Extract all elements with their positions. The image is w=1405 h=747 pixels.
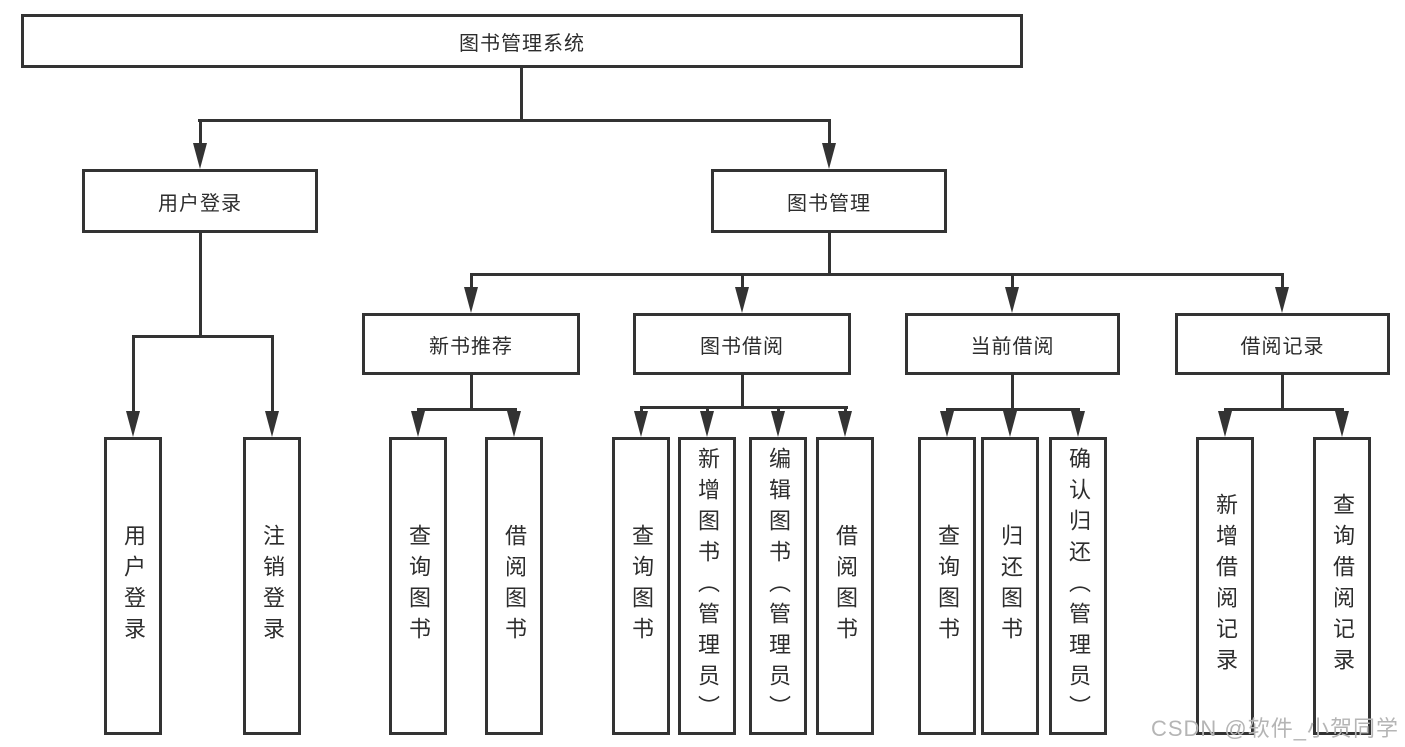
node-root-library-system: 图书管理系统 bbox=[21, 14, 1023, 68]
node-label: 图书管理系统 bbox=[459, 32, 585, 55]
connector-line bbox=[520, 68, 523, 119]
arrowhead-icon bbox=[193, 143, 207, 169]
arrowhead-icon bbox=[1335, 411, 1349, 437]
arrowhead-icon bbox=[507, 411, 521, 437]
node-label: 查询图书 bbox=[406, 524, 431, 648]
arrowhead-icon bbox=[1071, 411, 1085, 437]
connector-line bbox=[828, 233, 831, 273]
arrowhead-icon bbox=[411, 411, 425, 437]
node-label: 图书管理 bbox=[787, 192, 871, 215]
node-leaf-confirm-return-admin: 确认归还（管理员） bbox=[1049, 437, 1107, 735]
connector-line bbox=[1281, 273, 1284, 293]
connector-line bbox=[470, 273, 1283, 276]
connector-line bbox=[1011, 375, 1014, 408]
arrowhead-icon bbox=[735, 287, 749, 313]
connector-line bbox=[132, 335, 135, 415]
node-book-borrow: 图书借阅 bbox=[633, 313, 851, 375]
connector-line bbox=[1011, 273, 1014, 293]
node-label: 借阅图书 bbox=[833, 524, 858, 648]
node-label: 借阅图书 bbox=[502, 524, 527, 648]
connector-line bbox=[199, 233, 202, 335]
node-borrow-records: 借阅记录 bbox=[1175, 313, 1390, 375]
arrowhead-icon bbox=[1005, 287, 1019, 313]
connector-line bbox=[271, 335, 274, 415]
node-label: 新书推荐 bbox=[429, 335, 513, 358]
arrowhead-icon bbox=[771, 411, 785, 437]
connector-line bbox=[640, 406, 848, 409]
arrowhead-icon bbox=[1218, 411, 1232, 437]
arrowhead-icon bbox=[940, 411, 954, 437]
node-leaf-return-book: 归还图书 bbox=[981, 437, 1039, 735]
node-label: 编辑图书（管理员） bbox=[766, 446, 791, 726]
node-leaf-add-book-admin: 新增图书（管理员） bbox=[678, 437, 736, 735]
connector-line bbox=[741, 375, 744, 406]
arrowhead-icon bbox=[265, 411, 279, 437]
connector-line bbox=[828, 119, 831, 149]
arrowhead-icon bbox=[1275, 287, 1289, 313]
node-leaf-user-login: 用户登录 bbox=[104, 437, 162, 735]
connector-line bbox=[470, 375, 473, 408]
node-leaf-logout: 注销登录 bbox=[243, 437, 301, 735]
node-label: 用户登录 bbox=[121, 524, 146, 648]
node-label: 查询借阅记录 bbox=[1330, 493, 1355, 679]
connector-line bbox=[1281, 375, 1284, 408]
node-label: 注销登录 bbox=[260, 524, 285, 648]
connector-line bbox=[198, 119, 831, 122]
arrowhead-icon bbox=[838, 411, 852, 437]
connector-line bbox=[132, 335, 274, 338]
node-leaf-edit-book-admin: 编辑图书（管理员） bbox=[749, 437, 807, 735]
node-label: 确认归还（管理员） bbox=[1066, 446, 1091, 726]
arrowhead-icon bbox=[464, 287, 478, 313]
node-label: 查询图书 bbox=[629, 524, 654, 648]
arrowhead-icon bbox=[822, 143, 836, 169]
node-leaf-query-borrow-record: 查询借阅记录 bbox=[1313, 437, 1371, 735]
node-leaf-borrow-books-recommend: 借阅图书 bbox=[485, 437, 543, 735]
node-user-login: 用户登录 bbox=[82, 169, 318, 233]
connector-line bbox=[741, 273, 744, 293]
node-label: 图书借阅 bbox=[700, 335, 784, 358]
node-leaf-add-borrow-record: 新增借阅记录 bbox=[1196, 437, 1254, 735]
node-current-borrow: 当前借阅 bbox=[905, 313, 1120, 375]
connector-line bbox=[470, 273, 473, 293]
node-book-management: 图书管理 bbox=[711, 169, 947, 233]
connector-line bbox=[1224, 408, 1344, 411]
arrowhead-icon bbox=[700, 411, 714, 437]
arrowhead-icon bbox=[1003, 411, 1017, 437]
node-leaf-borrow-books: 借阅图书 bbox=[816, 437, 874, 735]
connector-line bbox=[199, 119, 202, 149]
connector-line bbox=[946, 408, 1080, 411]
node-new-book-recommend: 新书推荐 bbox=[362, 313, 580, 375]
node-label: 归还图书 bbox=[998, 524, 1023, 648]
node-label: 新增借阅记录 bbox=[1213, 493, 1238, 679]
arrowhead-icon bbox=[634, 411, 648, 437]
node-label: 当前借阅 bbox=[970, 335, 1055, 358]
node-leaf-query-books-current: 查询图书 bbox=[918, 437, 976, 735]
node-label: 新增图书（管理员） bbox=[695, 446, 720, 726]
watermark: CSDN @软件_小贺同学 bbox=[1150, 716, 1399, 741]
arrowhead-icon bbox=[126, 411, 140, 437]
node-leaf-query-books-borrow: 查询图书 bbox=[612, 437, 670, 735]
node-label: 用户登录 bbox=[158, 192, 242, 215]
node-leaf-query-books-recommend: 查询图书 bbox=[389, 437, 447, 735]
node-label: 借阅记录 bbox=[1240, 335, 1325, 358]
node-label: 查询图书 bbox=[935, 524, 960, 648]
connector-line bbox=[417, 408, 517, 411]
